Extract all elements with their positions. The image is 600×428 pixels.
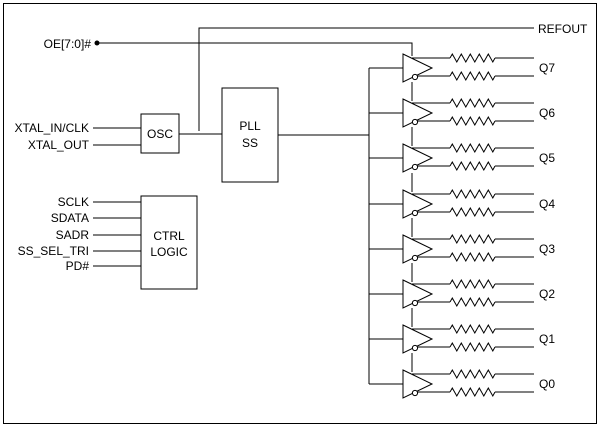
buffer-q2 [402,279,434,309]
pll-label: PLL [239,119,261,133]
pll-ss-block [221,87,279,183]
enable-bubble-q2 [411,299,419,307]
output-label-q5: Q5 [539,151,555,165]
pd-label: PD# [66,259,90,273]
enable-bubble-q1 [411,344,419,352]
resistor-top-q0 [449,368,496,380]
enable-bubble-q4 [411,209,419,217]
sadr-label: SADR [56,228,90,242]
buffer-q1 [402,324,434,354]
refout-wire [198,27,534,131]
enable-bubble-q0 [411,389,419,397]
ctrl-label: CTRL [153,229,185,243]
ctrl-logic-block [140,195,198,290]
refout-label: REFOUT [538,22,588,36]
resistor-top-q2 [449,278,496,290]
resistor-bottom-q6 [449,115,496,127]
buffer-q6 [402,98,434,128]
resistor-bottom-q1 [449,341,496,353]
ss-label: SS [242,136,258,150]
output-label-q3: Q3 [539,242,555,256]
buffer-q5 [402,143,434,173]
enable-bubble-q7 [411,73,419,81]
resistor-top-q1 [449,323,496,335]
enable-bubble-q3 [411,254,419,262]
buffer-q3 [402,234,434,264]
enable-bubble-q5 [411,163,419,171]
buffer-q7 [402,53,434,83]
sclk-label: SCLK [58,195,89,209]
resistor-top-q5 [449,142,496,154]
enable-bubble-q6 [411,118,419,126]
resistor-bottom-q5 [449,160,496,172]
resistor-top-q7 [449,52,496,64]
output-label-q4: Q4 [539,197,555,211]
resistor-bottom-q0 [449,386,496,398]
ss-sel-tri-label: SS_SEL_TRI [18,244,89,258]
resistor-top-q4 [449,188,496,200]
osc-label: OSC [147,127,173,141]
output-label-q2: Q2 [539,287,555,301]
resistor-bottom-q2 [449,296,496,308]
resistor-top-q3 [449,233,496,245]
output-label-q1: Q1 [539,332,555,346]
resistor-bottom-q3 [449,251,496,263]
oe-bus-wire [97,42,413,56]
xtal-in-label: XTAL_IN/CLK [15,121,89,135]
logic-label: LOGIC [150,245,188,259]
output-label-q6: Q6 [539,106,555,120]
oe-label: OE[7:0]# [44,37,92,51]
sdata-label: SDATA [51,211,89,225]
buffer-q4 [402,189,434,219]
resistor-bottom-q7 [449,70,496,82]
resistor-top-q6 [449,97,496,109]
output-label-q7: Q7 [539,61,555,75]
resistor-bottom-q4 [449,206,496,218]
output-label-q0: Q0 [539,377,555,391]
frame-border [3,3,597,424]
buffer-q0 [402,369,434,399]
xtal-out-label: XTAL_OUT [28,138,90,152]
